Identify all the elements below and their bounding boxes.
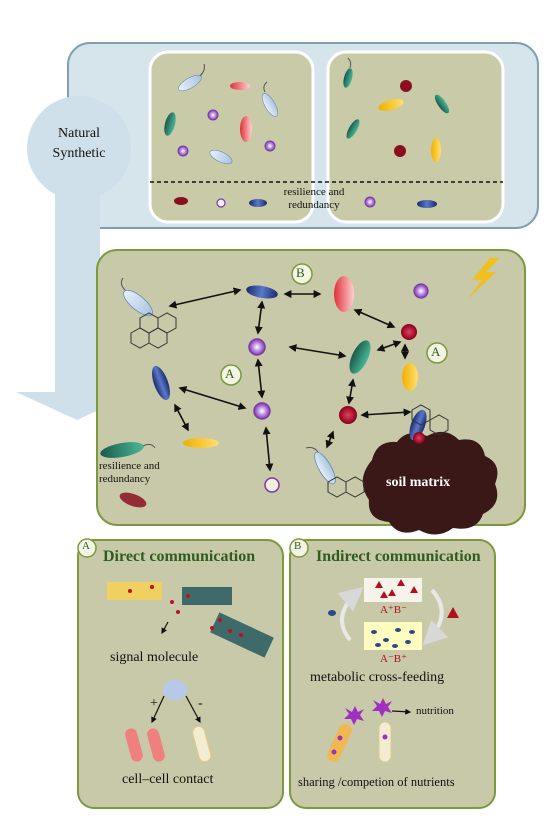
panel-a [77, 539, 284, 809]
soil-matrix-blob [362, 431, 498, 535]
cell-contact-label: cell–cell contact [122, 772, 214, 787]
panel-a-badge [77, 538, 97, 558]
top-synthetic-microbes [343, 57, 450, 208]
cross-feeding-label: metabolic cross-feeding [310, 670, 445, 685]
signal-molecule-label: signal molecule [110, 650, 199, 665]
top-natural-microbes [164, 63, 279, 208]
sharing-label: sharing /competion of nutrients [298, 775, 455, 789]
plus-label: + [150, 696, 158, 711]
red-triangle [447, 607, 459, 618]
top-resilience-label: resilience and redundancy [283, 186, 345, 211]
lightning-icon [467, 258, 500, 300]
middle-label-a1: A [225, 366, 235, 381]
nutrition-label: nutrition [416, 705, 454, 717]
label-a-circle-1 [220, 364, 242, 386]
label-a-circle-2 [426, 342, 448, 364]
panel-b-title: Indirect communication [316, 548, 481, 565]
middle-resilience-label: resilience and redundancy [99, 460, 160, 485]
panel-a-badge-label: A [82, 540, 90, 552]
ab-top-label: A⁺B⁻ [380, 604, 407, 616]
panel-a-title: Direct communication [103, 548, 256, 565]
middle-label-b: B [296, 265, 305, 280]
panel-b-badge-label: B [294, 540, 302, 552]
top-natural-box [148, 50, 315, 224]
down-arrow [16, 170, 138, 420]
interaction-arrows [168, 287, 412, 472]
circle-synthetic-label: Synthetic [52, 146, 106, 161]
soil-matrix-label: soil matrix [386, 475, 451, 490]
minus-label: - [198, 696, 203, 711]
middle-microbes [100, 276, 449, 508]
middle-label-a2: A [431, 344, 441, 359]
circle-natural-label: Natural [58, 126, 100, 141]
ab-bottom-label: A⁻B⁺ [380, 653, 407, 665]
natural-synthetic-circle [27, 96, 131, 200]
panel-b-badge [289, 538, 309, 558]
label-b-circle [291, 263, 313, 285]
contact-molecule [163, 680, 187, 700]
top-synthetic-box [326, 50, 505, 224]
